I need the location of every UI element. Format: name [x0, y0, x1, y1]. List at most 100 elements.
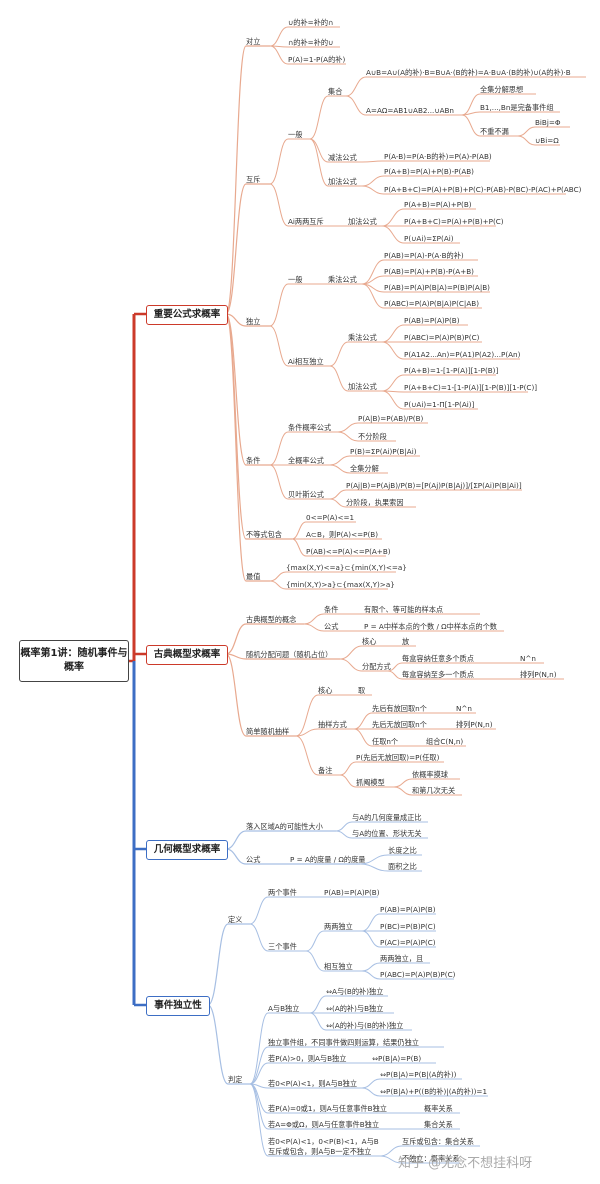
node-cy-r2: 先后无放回取n个	[372, 720, 427, 729]
node-ab[interactable]: A与B独立	[268, 1004, 300, 1013]
node-j3[interactable]: 若0<P(A)<1，则A与B独立	[268, 1079, 358, 1088]
node-huchi[interactable]: 互斥	[246, 175, 261, 184]
connector	[335, 821, 353, 832]
node-x-chengfa[interactable]: 乘法公式	[348, 333, 377, 342]
section-classical-probability[interactable]: 古典概型求概率	[146, 645, 228, 665]
section-event-independence[interactable]: 事件独立性	[146, 996, 210, 1016]
node-duli-f1: P(AB)=P(A)-P(A·B的补)	[384, 251, 464, 260]
node-qg[interactable]: 全概率公式	[288, 456, 324, 465]
node-j4[interactable]: 若P(A)=0或1，则A与任意事件B独立	[268, 1104, 387, 1113]
node-ubi: ∪Bi=Ω	[535, 136, 559, 145]
connector	[249, 1012, 269, 1085]
connector	[345, 76, 367, 97]
node-gd-gs[interactable]: 公式	[324, 622, 339, 631]
node-qg-n: 全集分解	[350, 464, 379, 473]
connector	[381, 225, 405, 244]
node-j3v1: ⇔P(B|A)=P(B|(A的补))	[380, 1070, 457, 1079]
node-duli-chengfa[interactable]: 乘法公式	[328, 275, 357, 284]
node-xh[interactable]: 相互独立	[324, 962, 353, 971]
node-cy-zj[interactable]: 抓阄模型	[356, 778, 385, 787]
node-j6v2: 不独立：概率关系	[402, 1154, 460, 1163]
node-jh-gs1: 长度之比	[388, 846, 417, 855]
node-sg[interactable]: 三个事件	[268, 942, 297, 951]
connector	[361, 1087, 381, 1097]
node-xianghu[interactable]: Ai相互独立	[288, 357, 324, 366]
node-tj[interactable]: 条件概率公式	[288, 423, 332, 432]
node-jianfa[interactable]: 减法公式	[328, 153, 357, 162]
node-jiafa-f2: P(A+B+C)=P(A)+P(B)+P(C)-P(AB)-P(BC)-P(AC…	[384, 185, 582, 194]
root-node[interactable]: 概率第1讲：随机事件与概率	[19, 640, 129, 682]
connector	[207, 1004, 229, 1085]
node-ll1: P(AB)=P(A)P(B)	[380, 905, 436, 914]
connector	[339, 761, 357, 776]
connector	[381, 341, 405, 360]
connector	[249, 1046, 269, 1085]
node-bds-1: 0<=P(A)<=1	[306, 513, 355, 522]
connector	[269, 138, 289, 185]
connector	[225, 313, 247, 582]
node-x-jiafa[interactable]: 加法公式	[348, 382, 377, 391]
node-j2[interactable]: 若P(A)>0，则A与B独立	[268, 1054, 347, 1063]
node-j6a[interactable]: 若0<P(A)<1，0<P(B)<1，A与B	[268, 1137, 379, 1146]
node-fenpei[interactable]: 随机分配问题（随机占位）	[246, 650, 333, 659]
node-cy-bz[interactable]: 备注	[318, 766, 333, 775]
node-gd-tj[interactable]: 条件	[324, 605, 339, 614]
connector	[291, 521, 307, 540]
connector	[249, 1062, 269, 1085]
node-j6b[interactable]: 互斥或包含，则A与B一定不独立	[268, 1147, 372, 1156]
node-ll[interactable]: 两两独立	[324, 922, 353, 931]
node-zuizhi[interactable]: 最值	[246, 572, 261, 581]
connector	[225, 313, 247, 540]
node-fp-r1: 每盒容纳任意多个质点	[402, 654, 474, 663]
section-geometric-probability[interactable]: 几何概型求概率	[146, 840, 228, 860]
node-x-f1: P(AB)=P(A)P(B)	[404, 316, 460, 325]
node-jh-dx[interactable]: 落入区域A的可能性大小	[246, 822, 323, 831]
connector	[225, 623, 247, 655]
node-fp-hx[interactable]: 核心	[362, 637, 377, 646]
connector	[361, 1078, 381, 1089]
node-chouyang[interactable]: 简单随机抽样	[246, 727, 290, 736]
node-zz-2: {min(X,Y)>a}⊂{max(X,Y)>a}	[286, 580, 395, 589]
connector	[309, 138, 329, 163]
node-duli[interactable]: 独立	[246, 317, 261, 326]
connector	[517, 135, 536, 146]
node-ab1: ⇔A与(B的补)独立	[326, 987, 384, 996]
node-cy-zj1: 依概率摸球	[412, 770, 448, 779]
node-x-f3: P(A1A2...An)=P(A1)P(A2)...P(An)	[404, 350, 521, 359]
node-duli-yiban[interactable]: 一般	[288, 275, 303, 284]
node-fp-gs[interactable]: 分配方式	[362, 662, 391, 671]
node-cy-fs[interactable]: 抽样方式	[318, 720, 347, 729]
connector	[337, 422, 359, 433]
node-cy-bz1: P(先后无放回取)=P(任取)	[356, 753, 440, 762]
node-j5[interactable]: 若A=Φ或Ω，则A与任意事件B独立	[268, 1120, 380, 1129]
node-jiafa[interactable]: 加法公式	[328, 177, 357, 186]
node-fp-r2: 每盒容纳至多一个质点	[402, 670, 474, 679]
node-dingyi[interactable]: 定义	[228, 915, 243, 924]
section-important-formulas[interactable]: 重要公式求概率	[146, 305, 228, 325]
node-duili[interactable]: 对立	[246, 37, 261, 46]
connector	[269, 26, 289, 47]
node-x-f5: P(A+B+C)=1-[1-P(A)][1-P(B)][1-P(C)]	[404, 383, 538, 392]
node-cy-hx[interactable]: 核心	[318, 686, 333, 695]
node-jihe[interactable]: 集合	[328, 87, 343, 96]
connector	[207, 923, 229, 1006]
node-ai-huchi[interactable]: Ai两两互斥	[288, 217, 324, 226]
node-gudian[interactable]: 古典概型的概念	[246, 615, 297, 624]
node-panding[interactable]: 判定	[228, 1075, 243, 1084]
connector	[393, 786, 413, 796]
connector	[309, 95, 329, 140]
connector	[361, 160, 385, 163]
node-tiaojian[interactable]: 条件	[246, 456, 261, 465]
connector	[517, 126, 536, 137]
node-quanji: 全集分解思想	[480, 85, 524, 94]
node-budengshi[interactable]: 不等式包含	[246, 530, 282, 539]
node-lg[interactable]: 两个事件	[268, 888, 297, 897]
node-huchi-yiban[interactable]: 一般	[288, 130, 303, 139]
node-ai-jiafa[interactable]: 加法公式	[348, 217, 377, 226]
node-jh-gs[interactable]: 公式	[246, 855, 261, 864]
node-cy-hx-v: 取	[358, 686, 366, 695]
node-j5v: 集合关系	[424, 1120, 453, 1129]
node-by[interactable]: 贝叶斯公式	[288, 490, 324, 499]
connector	[361, 962, 381, 972]
node-xh2: P(ABC)=P(A)P(B)P(C)	[380, 970, 456, 979]
